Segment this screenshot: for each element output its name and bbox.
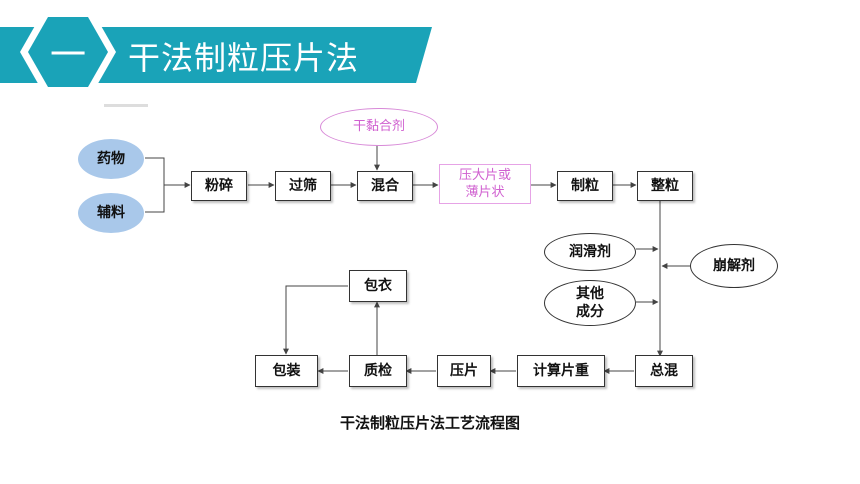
section-number: 一 bbox=[49, 35, 86, 76]
node-other: 其他 成分 bbox=[544, 280, 636, 326]
diagram-caption: 干法制粒压片法工艺流程图 bbox=[339, 414, 520, 432]
node-drug: 药物 bbox=[78, 139, 144, 179]
node-size-granules: 整粒 bbox=[637, 171, 693, 201]
node-package: 包装 bbox=[255, 355, 318, 387]
node-excipient: 辅料 bbox=[78, 193, 144, 233]
node-disintegrant: 崩解剂 bbox=[690, 244, 778, 288]
node-final-mix: 总混 bbox=[635, 355, 693, 387]
node-dry-binder: 干黏合剂 bbox=[320, 108, 438, 146]
page-title: 干法制粒压片法 bbox=[128, 39, 360, 77]
node-mix: 混合 bbox=[357, 171, 413, 201]
node-inspect: 质检 bbox=[349, 355, 407, 387]
divider bbox=[104, 104, 148, 107]
arrow-coat-to-package bbox=[283, 285, 348, 355]
node-coat: 包衣 bbox=[349, 270, 407, 302]
node-crush: 粉碎 bbox=[191, 171, 247, 201]
node-lubricant: 润滑剂 bbox=[544, 233, 636, 271]
node-granulate: 制粒 bbox=[557, 171, 613, 201]
node-calc-weight: 计算片重 bbox=[517, 355, 605, 387]
node-press-large: 压大片或 薄片状 bbox=[439, 164, 531, 204]
ingredient-bracket bbox=[145, 157, 165, 213]
node-sieve: 过筛 bbox=[275, 171, 331, 201]
node-compress: 压片 bbox=[437, 355, 491, 387]
